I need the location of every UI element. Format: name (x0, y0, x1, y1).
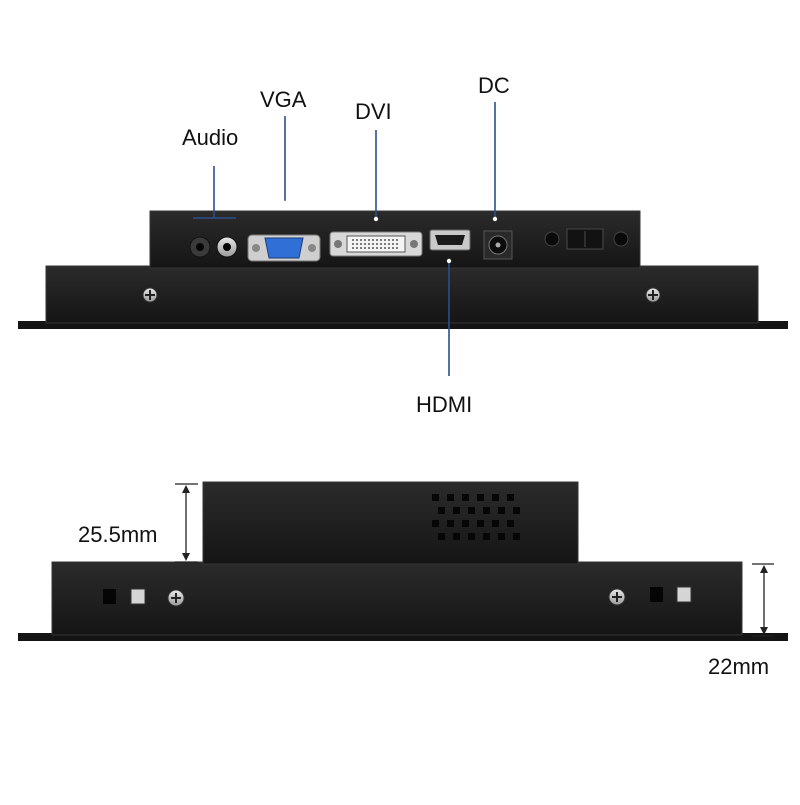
vent-hole (483, 507, 490, 514)
top-lower-body (45, 265, 759, 324)
dc-jack-icon (483, 230, 513, 260)
vent-hole (438, 507, 445, 514)
vent-hole (513, 533, 520, 540)
vent-icon (432, 494, 520, 540)
screw-icon (645, 287, 661, 303)
vent-hole (462, 520, 469, 527)
vent-hole (447, 520, 454, 527)
hdmi-port-icon (429, 229, 471, 251)
vent-hole (498, 507, 505, 514)
top-view (18, 102, 788, 376)
vent-hole (453, 533, 460, 540)
dimension-rear (175, 483, 198, 563)
vent-hole (492, 494, 499, 501)
label-vga: VGA (260, 87, 307, 112)
vent-hole (498, 533, 505, 540)
bottom-flange (18, 633, 788, 641)
vent-hole (453, 507, 460, 514)
bottom-upper-body (202, 481, 579, 565)
screw-icon (608, 588, 626, 606)
vga-port-icon (247, 234, 321, 262)
slot-left (103, 588, 146, 605)
label-hdmi: HDMI (416, 392, 473, 417)
audio-jack-icon (189, 236, 211, 258)
screw-icon (167, 589, 185, 607)
vent-hole (483, 533, 490, 540)
power-switch-icon (566, 228, 604, 250)
bottom-lower-body (51, 561, 743, 636)
top-flange (18, 321, 788, 329)
bottom-view (18, 481, 788, 641)
vent-hole (447, 494, 454, 501)
vent-hole (462, 494, 469, 501)
vent-hole (468, 507, 475, 514)
vent-hole (477, 494, 484, 501)
dimension-rear-label: 25.5mm (78, 522, 158, 547)
dvi-port-icon (329, 231, 423, 257)
label-audio: Audio (182, 125, 239, 150)
vent-hole (507, 520, 514, 527)
dimension-front-label: 22mm (708, 654, 770, 679)
label-dvi: DVI (355, 99, 392, 124)
vent-hole (507, 494, 514, 501)
audio-leader (193, 166, 236, 219)
leader-lines (193, 102, 496, 376)
vent-hole (432, 520, 439, 527)
vent-hole (468, 533, 475, 540)
dimension-front (752, 563, 774, 637)
vent-hole (438, 533, 445, 540)
leader-dots (282, 200, 498, 264)
vent-hole (477, 520, 484, 527)
knob-icon (544, 231, 560, 247)
button-icon (613, 231, 629, 247)
screw-icon (142, 287, 158, 303)
slot-right (650, 586, 692, 603)
audio-jack-icon (216, 236, 238, 258)
vent-hole (513, 507, 520, 514)
vent-hole (492, 520, 499, 527)
label-dc: DC (478, 73, 510, 98)
vent-hole (432, 494, 439, 501)
